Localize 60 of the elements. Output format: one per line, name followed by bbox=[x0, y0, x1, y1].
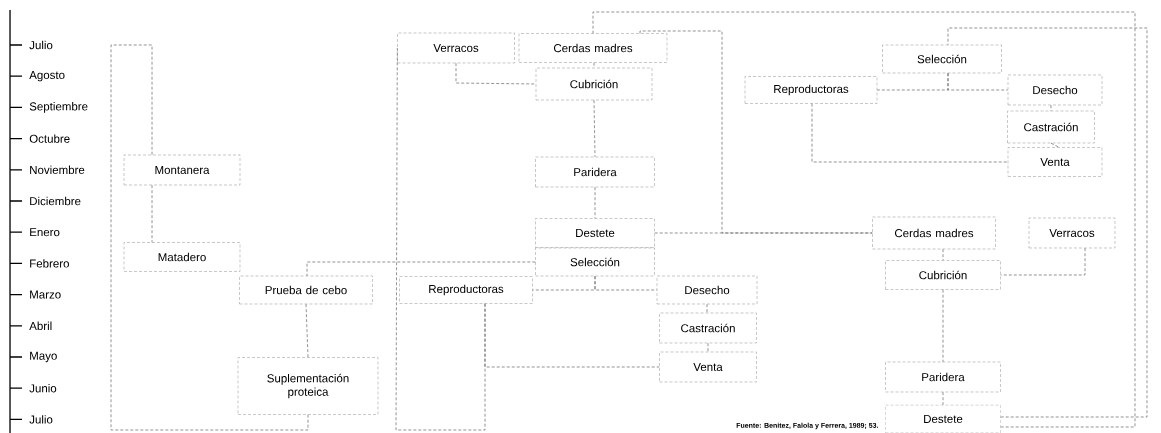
process-box: Selección bbox=[535, 247, 655, 277]
month-label: Enero bbox=[30, 228, 60, 237]
month-label: Noviembre bbox=[30, 165, 85, 174]
process-box: Selección bbox=[882, 44, 1002, 74]
process-box: Verracos bbox=[397, 32, 515, 64]
process-box: Destete bbox=[535, 218, 655, 248]
month-label: Febrero bbox=[30, 259, 69, 268]
month-label: Abril bbox=[29, 321, 52, 330]
month-label: Junio bbox=[29, 383, 57, 393]
month-label: Julio bbox=[29, 40, 53, 50]
connector-line bbox=[942, 289, 944, 363]
connector-line bbox=[455, 62, 537, 85]
connector-line bbox=[942, 391, 944, 406]
connector-line bbox=[593, 99, 596, 158]
process-box: Paridera bbox=[535, 156, 655, 188]
process-box: Destete bbox=[885, 404, 1001, 433]
connector-line bbox=[1050, 104, 1052, 112]
connector-line bbox=[1050, 142, 1060, 148]
process-box: Matadero bbox=[123, 242, 241, 272]
process-box: Cubrición bbox=[535, 67, 653, 101]
month-label: Agosto bbox=[29, 71, 65, 82]
connector-line bbox=[942, 248, 944, 261]
connector-line bbox=[947, 27, 1148, 418]
connector-line bbox=[707, 342, 709, 353]
connector-line bbox=[305, 303, 309, 358]
process-box: Montanera bbox=[123, 154, 241, 186]
connector-line bbox=[947, 72, 1009, 91]
process-box: Castración bbox=[659, 312, 757, 344]
process-box: Cerdas madres bbox=[872, 216, 996, 250]
process-box: Castración bbox=[1007, 110, 1095, 144]
connector-line bbox=[706, 303, 708, 314]
connector-line bbox=[592, 11, 1136, 428]
connector-line bbox=[594, 186, 596, 219]
month-label: Marzo bbox=[30, 290, 61, 299]
connector-line bbox=[811, 103, 1009, 163]
month-label: Octubre bbox=[29, 134, 70, 143]
connector-line bbox=[110, 44, 309, 431]
connector-line bbox=[306, 261, 536, 277]
connector-line bbox=[654, 232, 873, 234]
connector-line bbox=[593, 62, 595, 69]
process-box: Verracos bbox=[1028, 217, 1116, 249]
process-box: Desecho bbox=[1007, 74, 1103, 106]
process-box: Reproductoras bbox=[399, 276, 533, 304]
connector-line bbox=[1000, 247, 1086, 276]
connector-line bbox=[594, 275, 658, 291]
process-box: Suplementación proteica bbox=[237, 357, 379, 415]
process-box: Cerdas madres bbox=[518, 33, 668, 63]
month-label: Septiembre bbox=[29, 102, 88, 113]
process-box: Venta bbox=[659, 351, 757, 383]
month-label: Julio bbox=[29, 415, 53, 424]
process-box: Prueba de cebo bbox=[239, 275, 373, 305]
process-box: Cubrición bbox=[885, 260, 1001, 290]
process-box: Paridera bbox=[885, 361, 1001, 393]
connector-line bbox=[151, 184, 153, 243]
process-box: Venta bbox=[1007, 147, 1103, 177]
process-box: Desecho bbox=[656, 275, 758, 305]
month-label: Mayo bbox=[30, 351, 57, 363]
connector-line bbox=[395, 47, 486, 431]
process-box: Reproductoras bbox=[744, 76, 878, 104]
month-label: Diciembre bbox=[30, 196, 81, 206]
